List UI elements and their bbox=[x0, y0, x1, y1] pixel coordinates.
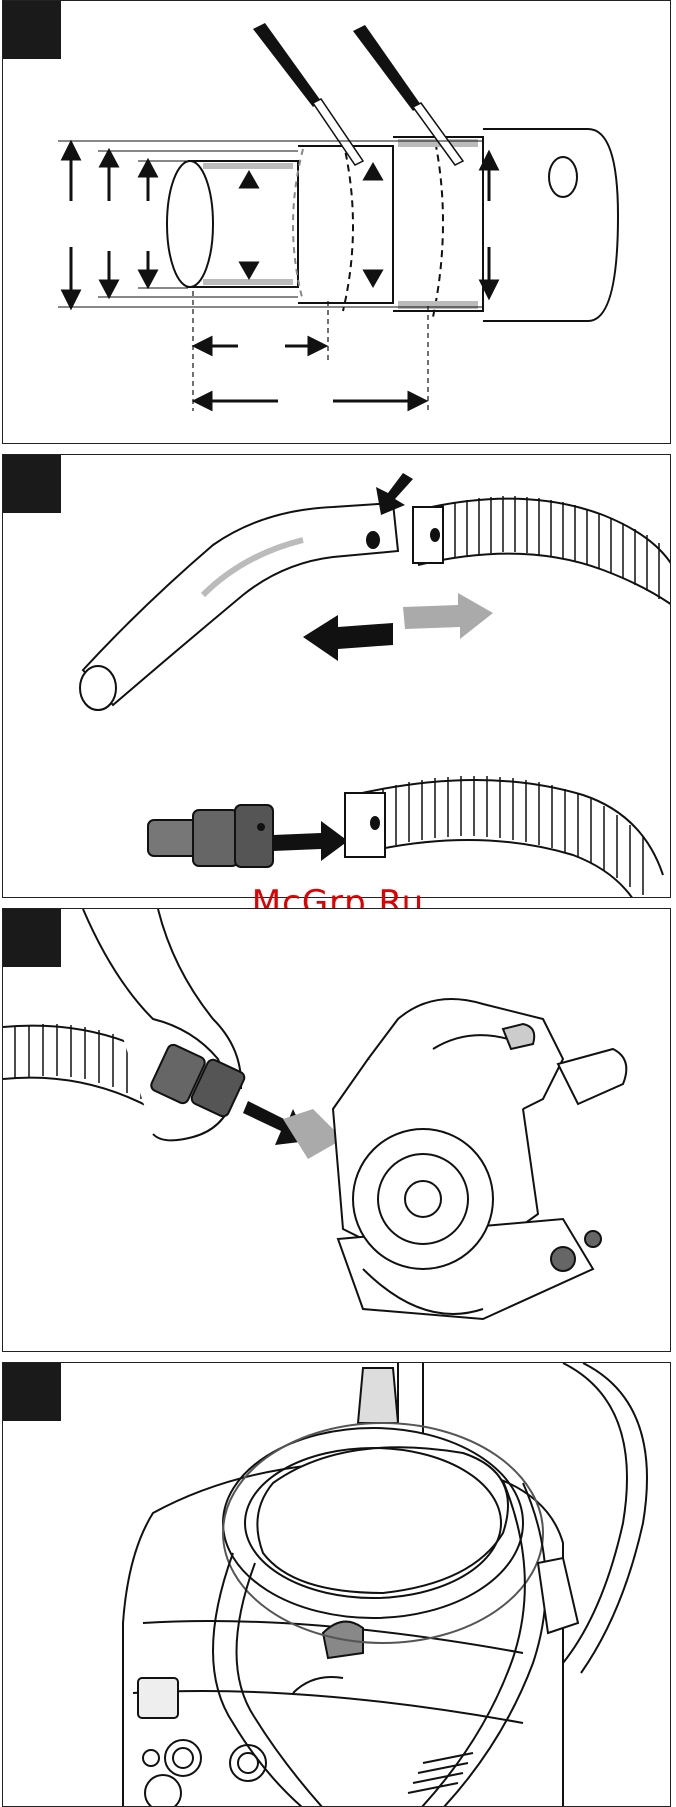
display-panel bbox=[138, 1678, 178, 1718]
vacuum-storage-diagram bbox=[3, 1363, 671, 1807]
insert-arrow-icon bbox=[273, 821, 348, 861]
figure-panel-1 bbox=[2, 0, 671, 444]
press-arrow-icon bbox=[376, 473, 413, 515]
hose-adapter bbox=[148, 805, 273, 867]
sleeve-opening bbox=[167, 161, 213, 287]
hose-handle bbox=[83, 503, 398, 705]
left-arrow-icon bbox=[303, 615, 393, 661]
end-cap-hole bbox=[549, 157, 577, 197]
figure-panel-4 bbox=[2, 1362, 671, 1807]
right-arrow-icon bbox=[403, 593, 493, 639]
figure-panel-2 bbox=[2, 454, 671, 898]
corrugated-hose bbox=[418, 499, 671, 605]
power-tool-connect-diagram bbox=[3, 909, 671, 1352]
hose-attach-diagram bbox=[3, 455, 671, 898]
length-arrows bbox=[195, 338, 425, 409]
saw-icon bbox=[253, 23, 363, 165]
hose-cut-diagram bbox=[3, 1, 671, 444]
figure-panel-3 bbox=[2, 908, 671, 1352]
hose-end-cap bbox=[483, 129, 618, 321]
circular-saw bbox=[333, 999, 626, 1319]
